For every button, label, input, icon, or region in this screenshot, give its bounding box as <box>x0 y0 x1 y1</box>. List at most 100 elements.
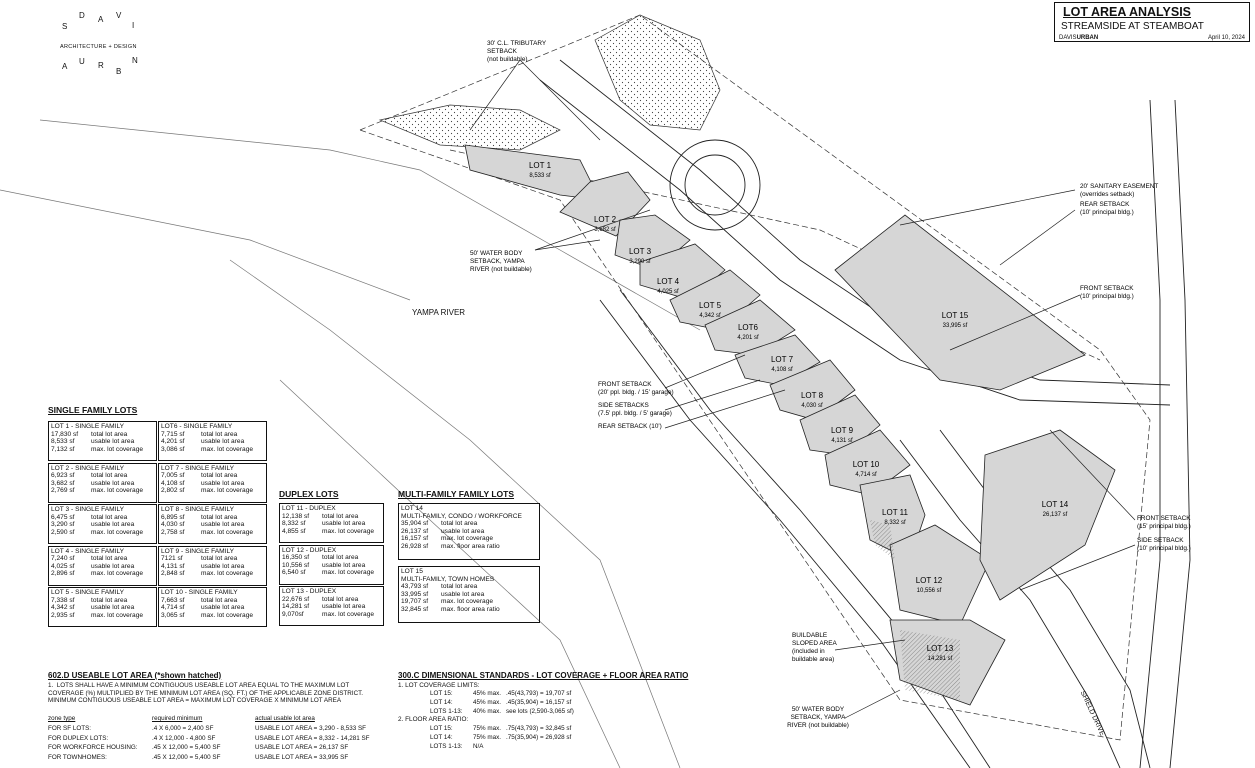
callout-text: (10' principal bldg.) <box>1080 209 1134 216</box>
row-value: 4,855 sf <box>282 527 306 535</box>
row-value: 6,923 sf <box>51 472 75 480</box>
row-value: 3,682 sf <box>51 479 75 487</box>
lot-summary-title: LOT 12 - DUPLEX <box>282 546 337 554</box>
useable-col-header: required minimum <box>152 715 203 722</box>
sheet-date: April 10, 2024 <box>1207 35 1245 41</box>
lot-summary-title: LOT 2 - SINGLE FAMILY <box>51 464 125 472</box>
row-label: max. floor area ratio <box>441 542 500 550</box>
logo-letter: A <box>62 62 68 71</box>
row-value: 33,995 sf <box>401 590 429 598</box>
callout-text: SETBACK <box>487 48 518 55</box>
row-label: max. lot coverage <box>322 569 375 577</box>
dimensional-cell: 75% max. <box>473 734 501 741</box>
callout-text: SLOPED AREA <box>792 640 837 647</box>
lot-area-label: 4,342 sf <box>699 313 721 319</box>
row-value: 3,065 sf <box>161 611 185 619</box>
callout-text: buildable area) <box>792 656 834 663</box>
lot-area-label: 4,714 sf <box>855 472 877 478</box>
lot-name-label: LOT 15 <box>942 311 969 320</box>
row-label: total lot area <box>91 430 128 438</box>
row-label: usable lot area <box>91 438 135 446</box>
lot-area-label: 8,332 sf <box>884 520 906 526</box>
logo-letter: A <box>98 15 104 24</box>
callout-text: RIVER (not buildable) <box>470 266 532 273</box>
useable-col-header: actual usable lot area <box>255 715 315 722</box>
useable-area-heading: 602.D USEABLE LOT AREA (*shown hatched) <box>48 671 222 680</box>
callout-text: (not buildable) <box>487 56 528 63</box>
logo-letter: V <box>116 11 122 20</box>
row-label: total lot area <box>201 472 238 480</box>
row-label: max. lot coverage <box>441 535 494 543</box>
lot-area-label: 26,137 sf <box>1043 512 1068 518</box>
row-label: max. lot coverage <box>91 487 144 495</box>
lot-summary-subtitle: MULTI-FAMILY, CONDO / WORKFORCE <box>401 512 522 520</box>
row-value: 17,830 sf <box>51 430 79 438</box>
logo-letter: B <box>116 67 122 76</box>
dimensional-cell: .45(43,793) = 19,707 sf <box>506 690 572 697</box>
row-value: 3,086 sf <box>161 445 185 453</box>
callout-text: (10' principal bldg.) <box>1080 293 1134 300</box>
logo-letter: S <box>62 22 68 31</box>
row-value: 7,715 sf <box>161 430 185 438</box>
dimensional-cell: .75(35,904) = 26,928 sf <box>506 734 572 741</box>
row-value: 2,896 sf <box>51 570 75 578</box>
sheet-title: LOT AREA ANALYSIS <box>1063 5 1192 19</box>
callout-text: RIVER (not buildable) <box>787 722 849 729</box>
row-value: 7121 sf <box>161 555 183 563</box>
title-block: LOT AREA ANALYSIS STREAMSIDE AT STEAMBOA… <box>1054 2 1250 42</box>
dimensional-cell: N/A <box>473 743 484 750</box>
lot-name-label: LOT 14 <box>1042 500 1069 509</box>
row-label: usable lot area <box>441 527 485 535</box>
logo-tagline: ARCHITECTURE + DESIGN <box>60 44 137 50</box>
lot-summary-title: LOT 7 - SINGLE FAMILY <box>161 464 235 472</box>
useable-cell: FOR WORKFORCE HOUSING: <box>48 744 138 751</box>
row-label: total lot area <box>201 430 238 438</box>
useable-cell: USABLE LOT AREA = 3,290 - 8,533 SF <box>255 725 367 732</box>
lot-summary-title: LOT 13 - DUPLEX <box>282 588 337 595</box>
row-label: max. lot coverage <box>91 611 144 619</box>
lot-summary-title: LOT 15 <box>401 568 423 575</box>
logo-letter: D <box>79 11 85 20</box>
multi-family-heading: MULTI-FAMILY FAMILY LOTS <box>398 489 515 499</box>
lot-name-label: LOT 9 <box>831 426 854 435</box>
row-value: 32,845 sf <box>401 605 429 613</box>
lot-name-label: LOT 5 <box>699 301 722 310</box>
row-label: usable lot area <box>201 479 245 487</box>
lot-12 <box>889 524 991 626</box>
callout-text: (10' principal bldg.) <box>1137 545 1191 552</box>
lot-name-label: LOT 3 <box>629 247 652 256</box>
row-label: max. lot coverage <box>91 528 144 536</box>
dimensional-cell: LOTS 1-13: <box>430 743 463 750</box>
callout-text: REAR SETBACK <box>1080 201 1130 208</box>
row-value: 6,895 sf <box>161 513 185 521</box>
row-value: 14,281 sf <box>282 603 310 611</box>
row-label: max. lot coverage <box>91 445 144 453</box>
lot-area-label: 14,281 sf <box>928 656 953 662</box>
callout-text: 50' WATER BODY <box>792 706 845 713</box>
callout-text: BUILDABLE <box>792 632 827 639</box>
firm-name: DAVISURBAN <box>1059 35 1099 41</box>
row-label: total lot area <box>201 555 238 563</box>
lot-area-label: 8,533 sf <box>529 173 551 179</box>
lot-name-label: LOT 1 <box>529 161 552 170</box>
